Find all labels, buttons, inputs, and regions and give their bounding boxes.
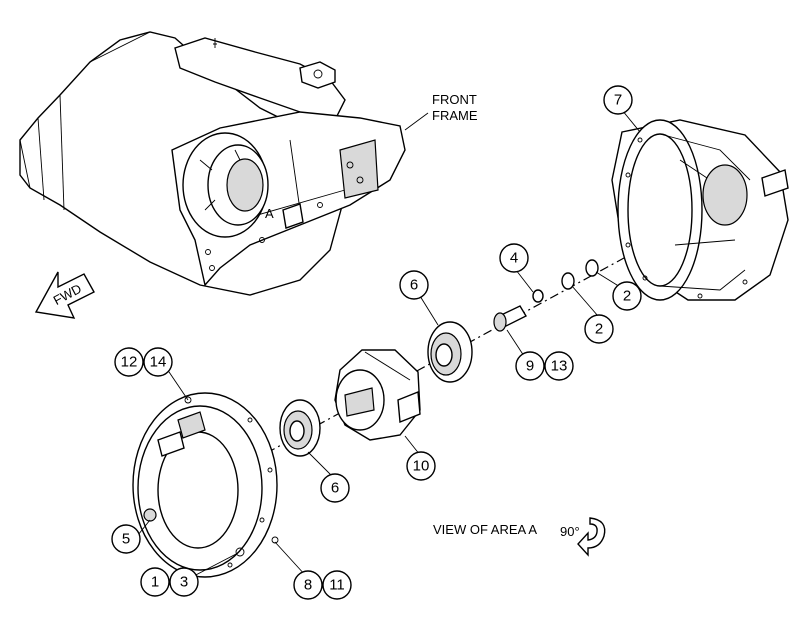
callout-8: 8 xyxy=(293,570,323,600)
callout-9: 9 xyxy=(515,351,545,381)
eccentric-weight-part-10 xyxy=(334,349,421,441)
front-frame-leader xyxy=(404,112,429,131)
view-of-area-label: VIEW OF AREA A xyxy=(433,522,537,537)
area-a-letter: A xyxy=(265,206,274,221)
front-frame-label-line2: FRAME xyxy=(432,108,478,123)
front-frame-label-line1: FRONT xyxy=(432,92,477,107)
callout-6a: 6 xyxy=(399,270,429,300)
callout-11: 11 xyxy=(322,570,352,600)
callout-13: 13 xyxy=(544,351,574,381)
bearing-part-6b xyxy=(279,399,321,457)
svg-text:6: 6 xyxy=(331,480,339,497)
callout-10: 10 xyxy=(406,451,436,481)
rotate-arrow-icon xyxy=(577,517,606,557)
callout-5: 5 xyxy=(111,524,141,554)
svg-text:6: 6 xyxy=(410,277,418,294)
callout-4: 4 xyxy=(499,243,529,273)
svg-text:8: 8 xyxy=(304,577,312,594)
svg-text:2: 2 xyxy=(595,321,603,338)
o-ring-part-2a xyxy=(585,259,599,277)
callout-14: 14 xyxy=(143,347,173,377)
callout-1: 1 xyxy=(140,567,170,597)
o-ring-part-2b xyxy=(561,272,575,290)
front-frame-assembly: A xyxy=(19,31,406,296)
svg-text:10: 10 xyxy=(413,458,430,475)
svg-text:1: 1 xyxy=(151,574,159,591)
svg-text:11: 11 xyxy=(329,577,345,594)
svg-text:2: 2 xyxy=(623,288,631,305)
svg-text:14: 14 xyxy=(150,354,167,371)
svg-text:9: 9 xyxy=(526,358,534,375)
callout-6b: 6 xyxy=(320,473,350,503)
svg-text:5: 5 xyxy=(122,531,130,548)
cover-part-1 xyxy=(132,392,279,578)
svg-text:4: 4 xyxy=(510,250,518,267)
washer-part-4 xyxy=(532,289,544,303)
callout-2a: 2 xyxy=(612,281,642,311)
svg-text:3: 3 xyxy=(180,574,188,591)
callout-12: 12 xyxy=(114,347,144,377)
callout-7: 7 xyxy=(603,85,633,115)
rotation-label: 90° xyxy=(560,524,580,539)
shaft-part-9 xyxy=(493,305,527,332)
fwd-arrow-icon: FWD xyxy=(34,271,95,319)
svg-text:13: 13 xyxy=(551,358,568,375)
housing-part-7 xyxy=(611,119,789,301)
svg-text:7: 7 xyxy=(614,92,622,109)
bearing-part-6a xyxy=(427,321,473,383)
svg-text:12: 12 xyxy=(121,354,138,371)
callout-2b: 2 xyxy=(584,314,614,344)
callout-3: 3 xyxy=(169,567,199,597)
